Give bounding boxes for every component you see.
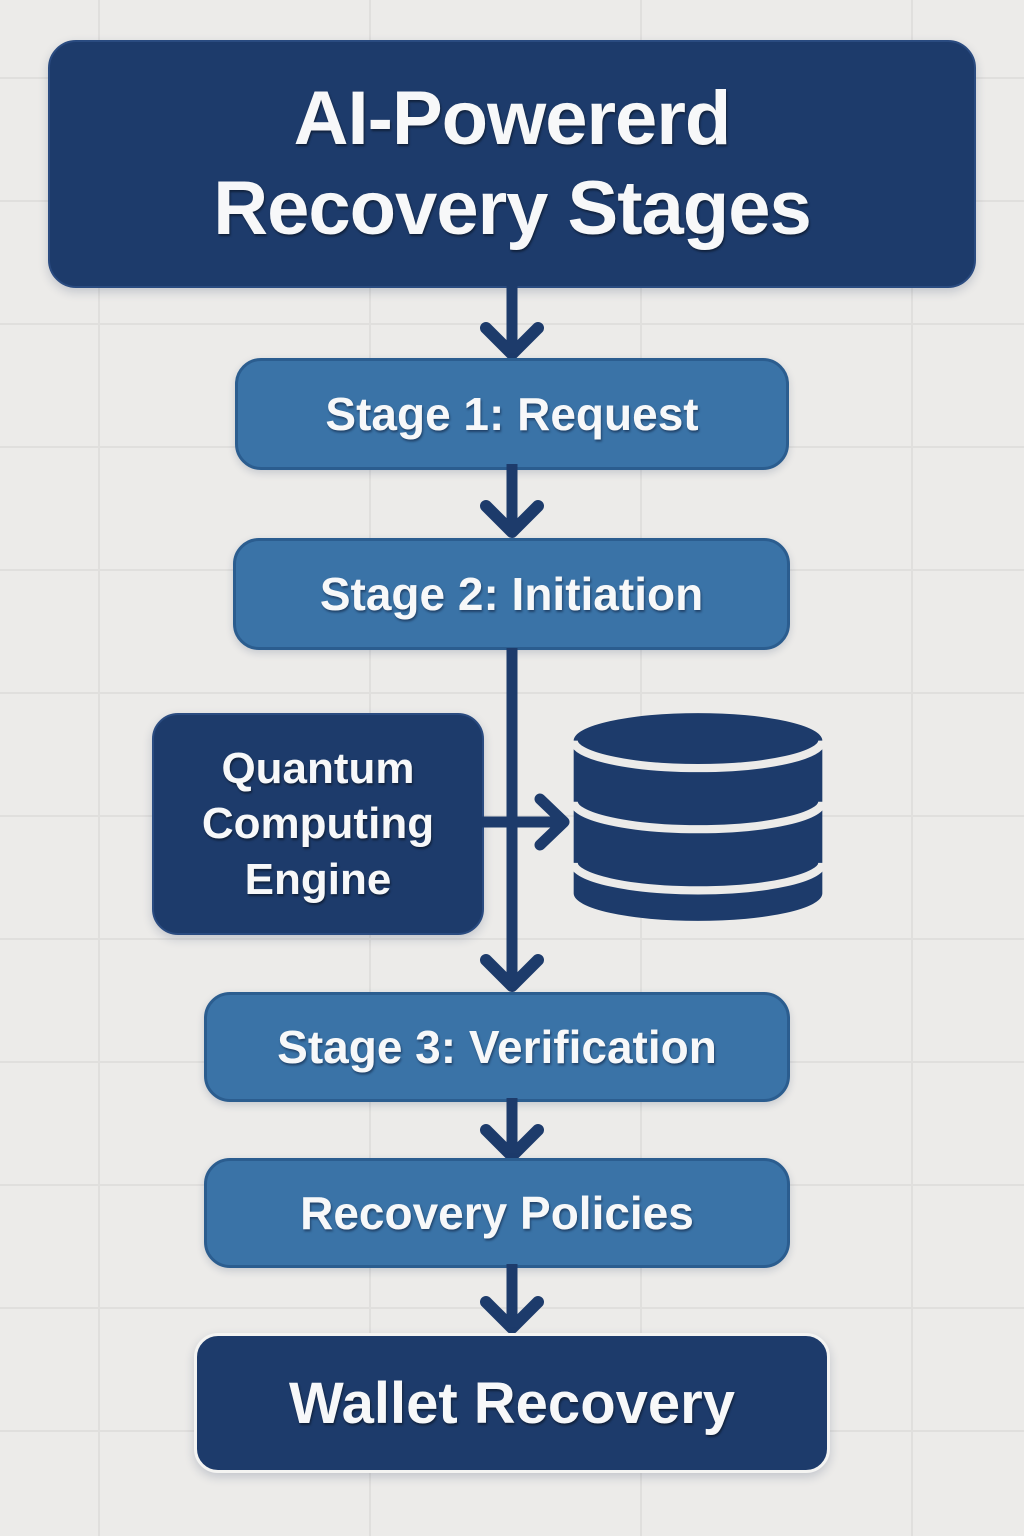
arrow-down-icon — [480, 464, 544, 538]
flow-arrow-qce-to-database — [480, 790, 574, 854]
flow-arrow-stage3-to-policies — [478, 1098, 546, 1164]
flow-arrow-title-to-stage1 — [478, 284, 546, 362]
flow-arrow-policies-to-wallet — [478, 1264, 546, 1336]
recovery-policies-label: Recovery Policies — [300, 1187, 694, 1239]
title-line-2: Recovery Stages — [213, 166, 812, 251]
database-cylinder-icon — [570, 713, 826, 921]
arrow-right-icon — [480, 793, 570, 851]
flow-arrow-stage1-to-stage2 — [478, 464, 546, 540]
arrow-down-icon — [480, 1098, 544, 1162]
arrow-down-icon — [480, 284, 544, 360]
quantum-computing-engine-box: Quantum Computing Engine — [152, 713, 484, 935]
recovery-policies-box: Recovery Policies — [204, 1158, 790, 1268]
flow-arrow-stage2-to-stage3 — [478, 648, 546, 994]
stage-1-box: Stage 1: Request — [235, 358, 789, 470]
stage-3-label: Stage 3: Verification — [277, 1021, 717, 1073]
wallet-recovery-box: Wallet Recovery — [194, 1333, 830, 1473]
arrow-down-icon — [480, 648, 544, 992]
title-line-1: AI-Powererd — [293, 76, 732, 162]
stage-2-label: Stage 2: Initiation — [319, 568, 704, 620]
title-box: AI-Powererd Recovery Stages — [48, 40, 976, 288]
arrow-down-icon — [480, 1264, 544, 1334]
stage-2-box: Stage 2: Initiation — [233, 538, 790, 650]
database-icon — [570, 710, 826, 924]
quantum-computing-engine-label: Quantum Computing Engine — [201, 743, 435, 904]
stage-1-label: Stage 1: Request — [325, 388, 699, 440]
stage-3-box: Stage 3: Verification — [204, 992, 790, 1102]
wallet-recovery-label: Wallet Recovery — [289, 1370, 735, 1436]
